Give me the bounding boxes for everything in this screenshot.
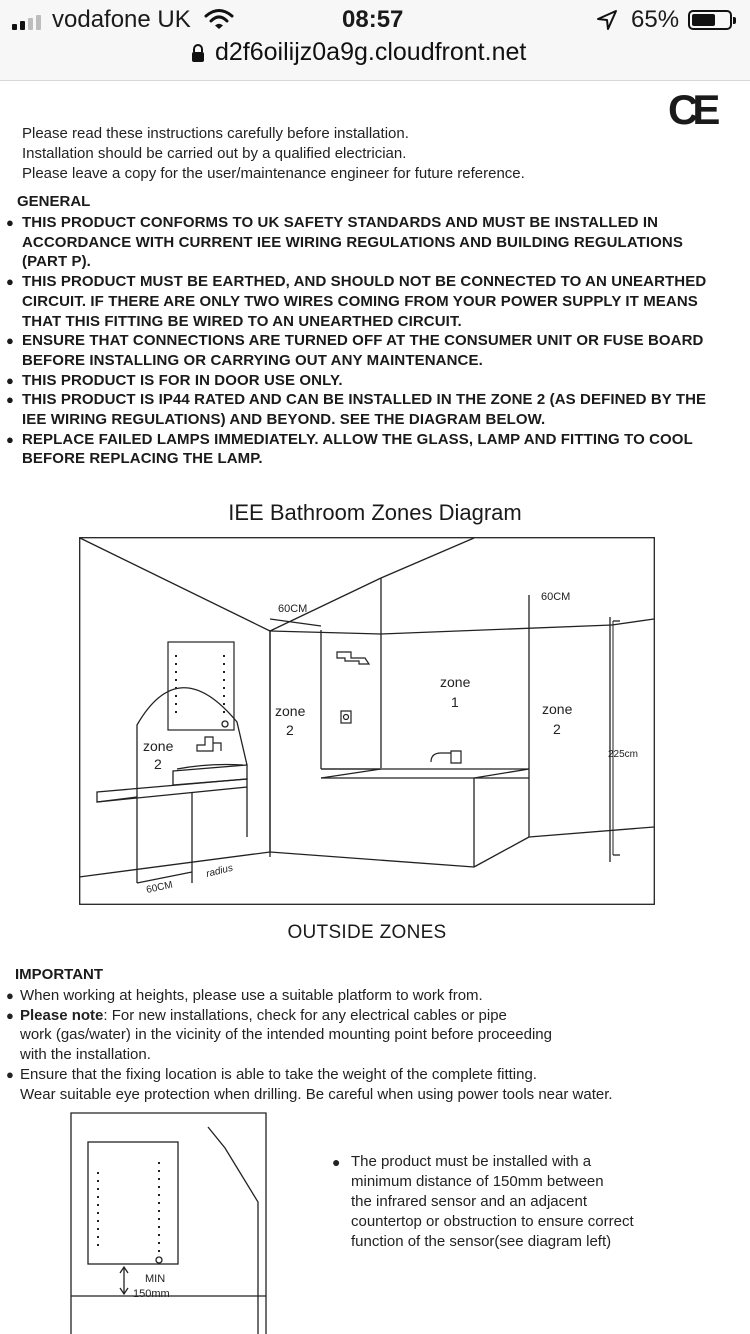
sensor-note-line: the infrared sensor and an adjacent: [351, 1193, 587, 1210]
general-heading: GENERAL: [17, 193, 91, 210]
radius-label: radius: [205, 863, 234, 880]
dim-60cm-upper-label: 60CM: [278, 603, 307, 615]
important-item: When working at heights, please use a su…: [6, 986, 613, 1006]
important-item-continuation: work (gas/water) in the vicinity of the …: [20, 1026, 552, 1044]
min-label: MIN: [145, 1273, 165, 1285]
sensor-icon: [155, 1256, 163, 1264]
important-item-continuation: with the installation.: [20, 1046, 151, 1064]
important-item: Please note: For new installations, chec…: [6, 1006, 613, 1026]
diagram-frame: [79, 537, 655, 905]
zone1-label: zone: [440, 674, 471, 690]
general-item: THIS PRODUCT MUST BE EARTHED, AND SHOULD…: [6, 272, 750, 292]
general-list: THIS PRODUCT CONFORMS TO UK SAFETY STAND…: [6, 213, 750, 469]
important-item-continuation: Wear suitable eye protection when drilli…: [20, 1085, 613, 1103]
zone2-left-number: 2: [286, 722, 294, 738]
zone2-basin-label: zone: [143, 738, 174, 754]
zone1-number: 1: [451, 694, 459, 710]
please-note-label: Please note: [20, 1006, 104, 1024]
general-item-continuation: BEFORE INSTALLING OR CARRYING OUT ANY MA…: [22, 351, 483, 369]
general-item: THIS PRODUCT IS FOR IN DOOR USE ONLY.: [6, 371, 750, 391]
general-item-continuation: IEE WIRING REGULATIONS) AND BEYOND. SEE …: [22, 411, 546, 429]
important-list: When working at heights, please use a su…: [6, 986, 613, 1104]
general-item: THIS PRODUCT CONFORMS TO UK SAFETY STAND…: [6, 213, 750, 233]
clock: 08:57: [342, 6, 404, 33]
signal-strength-icon: [12, 14, 41, 30]
general-item-continuation: (PART P).: [22, 253, 91, 271]
important-heading: IMPORTANT: [15, 966, 104, 983]
general-item-continuation: THAT THIS FITTING BE WIRED TO AN UNEARTH…: [22, 312, 462, 330]
zone2-basin-number: 2: [154, 756, 162, 772]
sensor-note-line: countertop or obstruction to ensure corr…: [351, 1213, 634, 1230]
lock-icon: [192, 44, 204, 62]
zone2-right-label: zone: [542, 701, 573, 717]
please-note-text: : For new installations, check for any e…: [103, 1006, 507, 1024]
url-bar[interactable]: d2f6oilijz0a9g.cloudfront.net: [215, 38, 527, 66]
sensor-clearance-diagram: MIN 150mm: [70, 1112, 267, 1334]
general-item-continuation: BEFORE REPLACING THE LAMP.: [22, 450, 263, 468]
wifi-icon: [204, 9, 234, 29]
general-item: REPLACE FAILED LAMPS IMMEDIATELY. ALLOW …: [6, 430, 750, 450]
zone2-left-label: zone: [275, 703, 306, 719]
min-value: 150mm: [133, 1288, 170, 1300]
intro-line: Please leave a copy for the user/mainten…: [22, 165, 525, 182]
bathroom-zones-diagram: 60CM 60CM zone 1 zone 2 zone 2 zone 2 22…: [79, 537, 655, 905]
intro-paragraph: Please read these instructions carefully…: [22, 124, 525, 184]
intro-line: Installation should be carried out by a …: [22, 145, 407, 162]
dim-225cm-label: 225cm: [608, 749, 638, 760]
sensor-note-line: function of the sensor(see diagram left): [351, 1233, 612, 1250]
battery-percentage: 65%: [631, 6, 680, 33]
general-item: THIS PRODUCT IS IP44 RATED AND CAN BE IN…: [6, 390, 750, 410]
general-item-continuation: ACCORDANCE WITH CURRENT IEE WIRING REGUL…: [22, 233, 683, 251]
ios-status-bar: vodafone UK 08:57 65% d2f6oilijz0a9g.clo…: [0, 0, 750, 81]
general-item: ENSURE THAT CONNECTIONS ARE TURNED OFF A…: [6, 331, 750, 351]
carrier-name: vodafone UK: [52, 6, 191, 33]
sensor-note-line: The product must be installed with a: [351, 1153, 592, 1170]
dim-60cm-lower-label: 60CM: [145, 880, 173, 896]
ce-mark: CE: [668, 86, 720, 133]
general-item-continuation: CIRCUIT. IF THERE ARE ONLY TWO WIRES COM…: [22, 292, 698, 310]
sensor-note-line: minimum distance of 150mm between: [351, 1173, 604, 1190]
zone2-right-number: 2: [553, 721, 561, 737]
sensor-note: ● The product must be installed with a m…: [332, 1153, 634, 1250]
battery-icon: [688, 10, 736, 30]
diagram-title: IEE Bathroom Zones Diagram: [228, 500, 522, 525]
location-arrow-icon: [597, 10, 617, 30]
intro-line: Please read these instructions carefully…: [22, 125, 409, 142]
outside-zones-label: OUTSIDE ZONES: [287, 922, 447, 943]
dim-60cm-right-label: 60CM: [541, 591, 570, 603]
important-item: Ensure that the fixing location is able …: [6, 1065, 613, 1085]
